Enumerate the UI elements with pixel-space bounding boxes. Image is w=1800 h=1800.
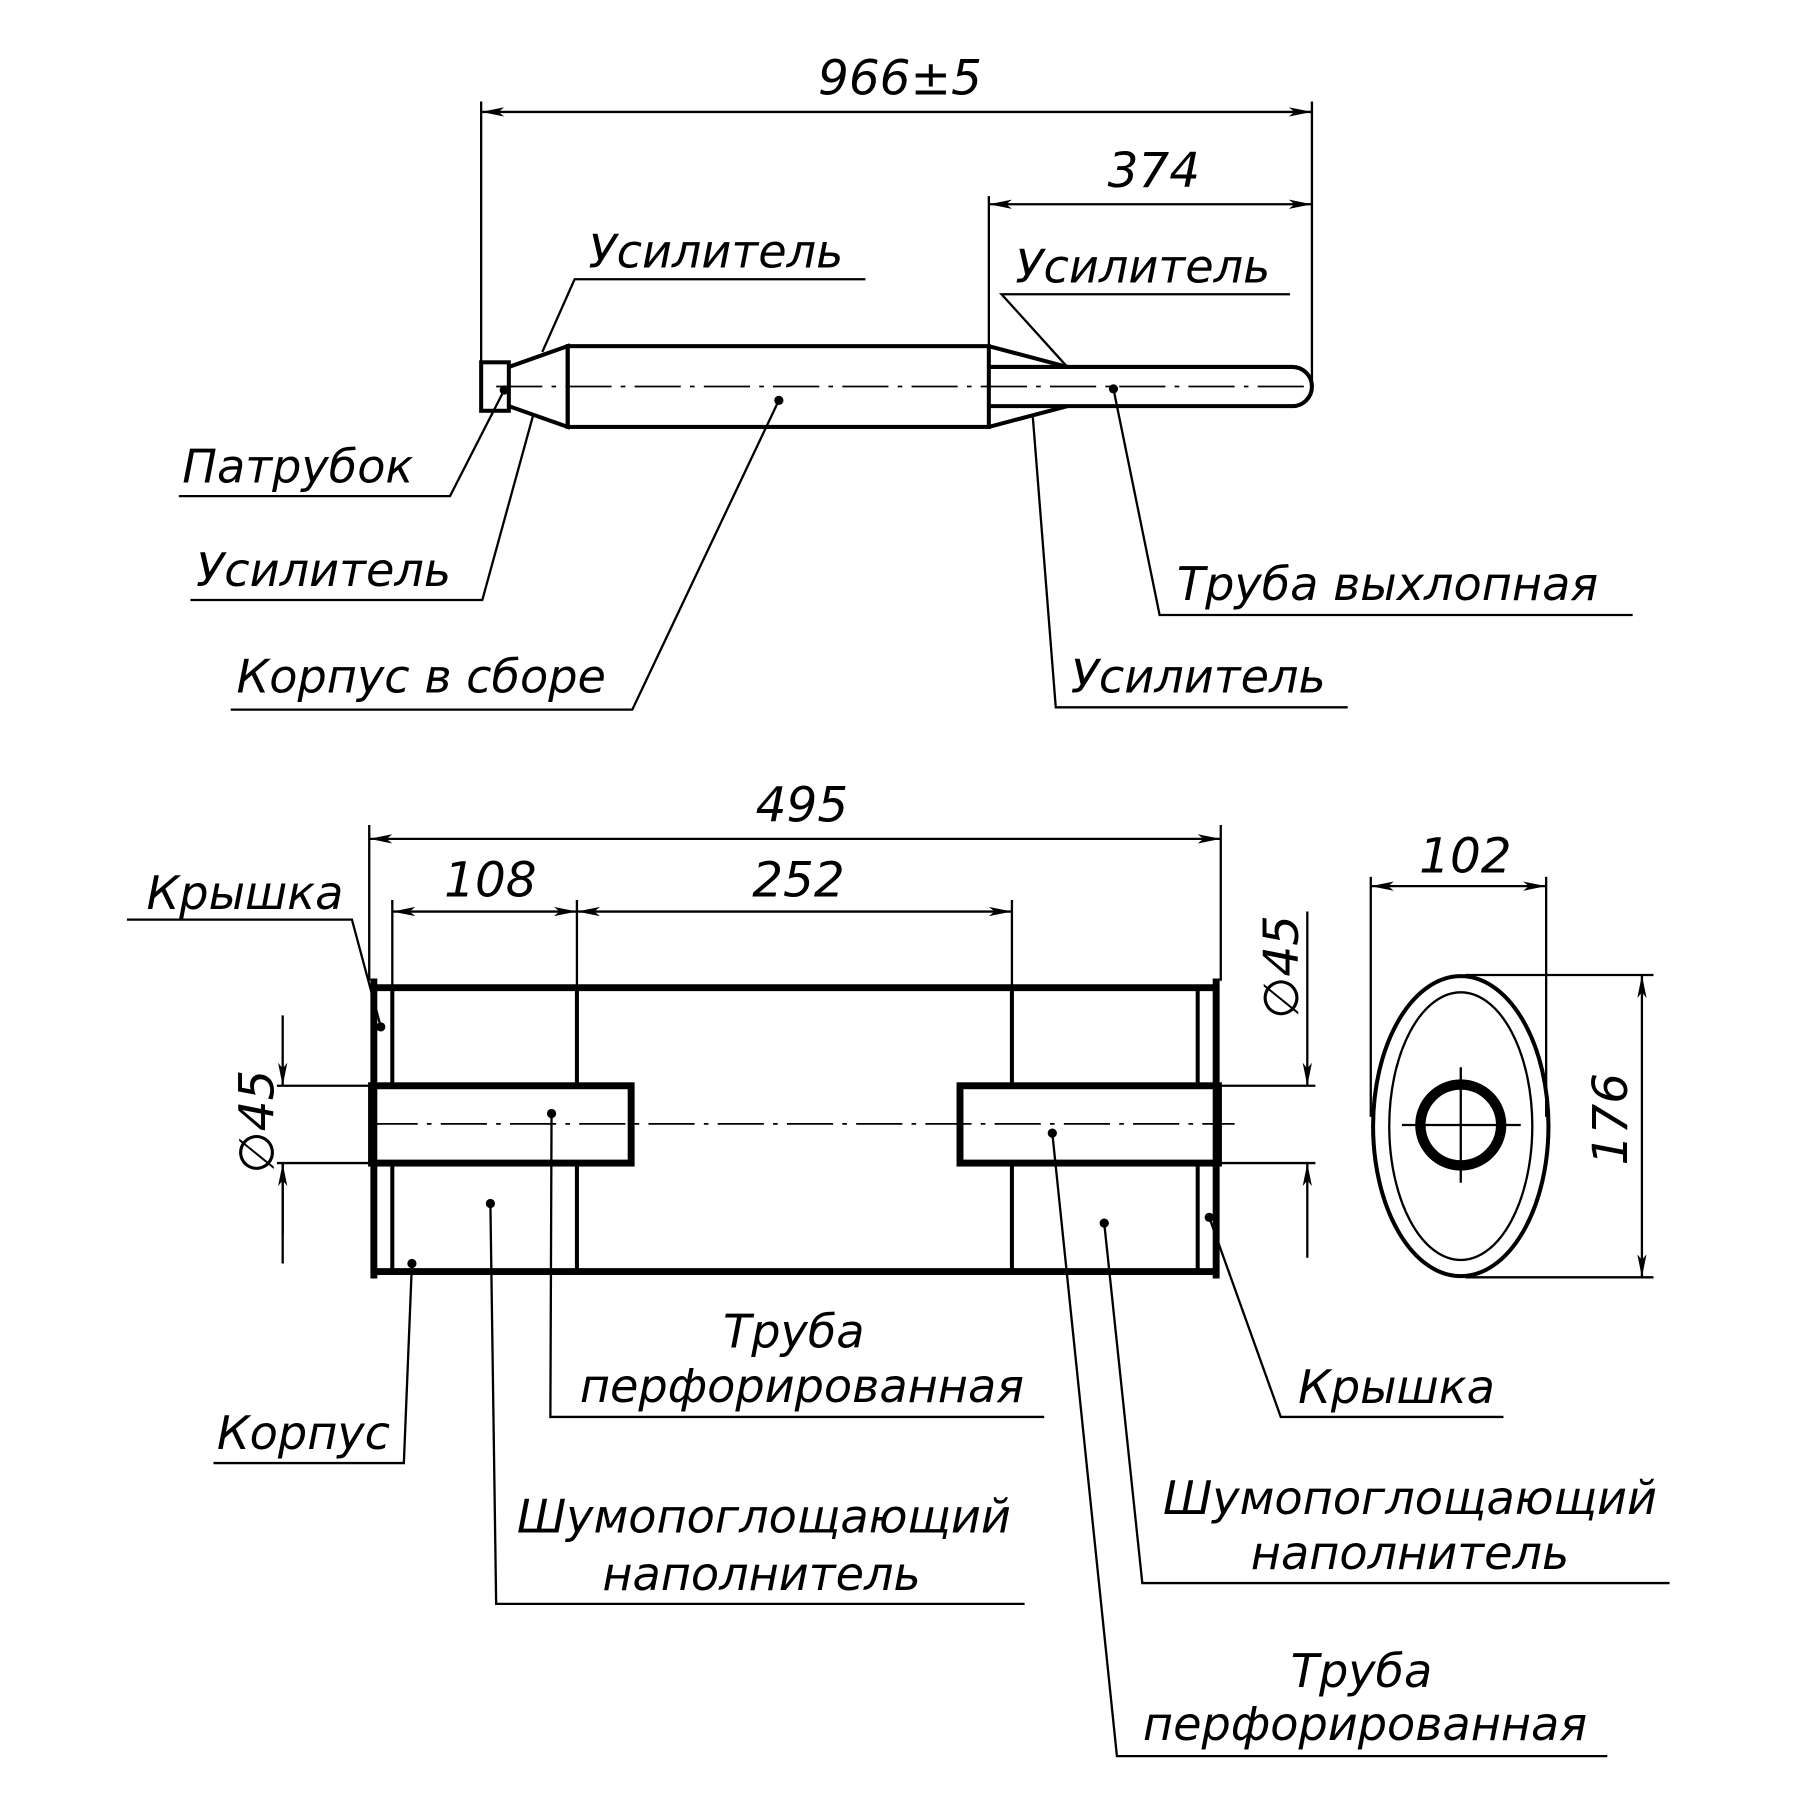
- dim-middle: 252: [752, 853, 844, 909]
- label-body-assembly: Корпус в сборе: [237, 649, 606, 703]
- label-reinforcer-top-right: Усилитель: [1015, 240, 1270, 294]
- filler-right-bottom: [1009, 1161, 1200, 1274]
- label-filler-right-1: Шумопоглощающий: [1163, 1471, 1657, 1525]
- label-inlet-pipe: Патрубок: [182, 439, 413, 493]
- label-cap-right: Крышка: [1298, 1360, 1495, 1414]
- label-housing: Корпус: [217, 1406, 390, 1460]
- filler-right-top: [1009, 985, 1200, 1088]
- label-exhaust-pipe: Труба выхлопная: [1177, 557, 1598, 611]
- label-perf-pipe-right-2: перфорированная: [1143, 1697, 1587, 1751]
- label-cap-left: Крышка: [147, 866, 344, 920]
- dim-width: 102: [1419, 828, 1511, 884]
- dim-diam-left: ∅45: [229, 1070, 285, 1174]
- reinforcer-right: [988, 344, 1068, 429]
- label-reinforcer-bottom-right: Усилитель: [1071, 649, 1326, 703]
- label-reinforcer-left: Усилитель: [196, 543, 451, 597]
- dim-length: 495: [756, 778, 848, 834]
- filler-left-top: [390, 985, 579, 1088]
- label-filler-left-1: Шумопоглощающий: [517, 1489, 1011, 1543]
- exhaust-pipe: [988, 364, 1314, 409]
- label-filler-left-2: наполнитель: [602, 1547, 920, 1601]
- top-view: 966±5 374 Усилитель Усилитель Патрубок У…: [178, 51, 1633, 711]
- section-view: 495 108 252 ∅45 ∅45 Кр: [126, 778, 1670, 1758]
- end-view: 102 176: [1369, 828, 1654, 1279]
- dim-tail: 374: [1108, 143, 1200, 199]
- filler-left-bottom: [390, 1161, 579, 1274]
- label-perf-pipe-left-2: перфорированная: [580, 1359, 1024, 1413]
- label-reinforcer-top-left: Усилитель: [588, 225, 843, 279]
- dim-height: 176: [1583, 1073, 1639, 1165]
- label-perf-pipe-left-1: Труба: [723, 1305, 865, 1359]
- label-perf-pipe-right-1: Труба: [1291, 1644, 1433, 1698]
- dim-overall: 966±5: [818, 51, 982, 107]
- label-filler-right-2: наполнитель: [1251, 1526, 1569, 1580]
- end-outline-outer: [1371, 974, 1551, 1279]
- dim-chamber: 108: [444, 853, 536, 909]
- dim-diam-right: ∅45: [1254, 915, 1310, 1019]
